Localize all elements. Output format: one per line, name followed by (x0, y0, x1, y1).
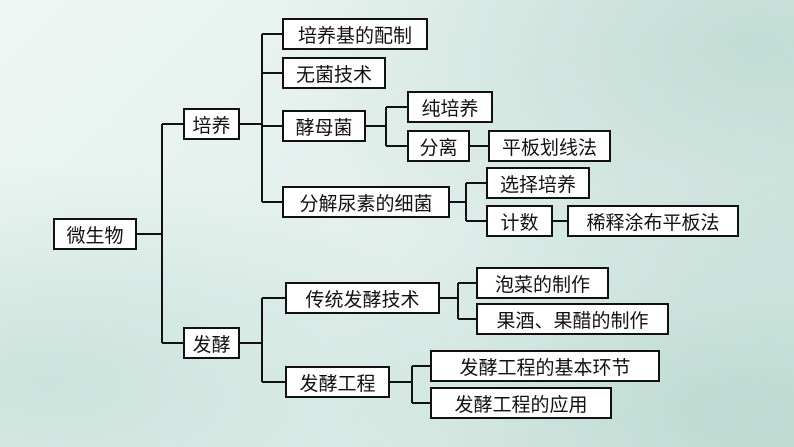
node-streak-plate: 平板划线法 (488, 130, 611, 162)
node-pure-culture: 纯培养 (407, 91, 493, 123)
node-culture: 培养 (183, 108, 240, 140)
node-engineering-basics: 发酵工程的基本环节 (430, 350, 660, 382)
node-engineering-application: 发酵工程的应用 (430, 387, 612, 419)
node-urea-bacteria: 分解尿素的细菌 (282, 186, 450, 218)
node-aseptic: 无菌技术 (282, 57, 386, 89)
node-ferment: 发酵 (183, 327, 240, 359)
node-dilution-plating: 稀释涂布平板法 (567, 205, 739, 237)
node-traditional-fermentation: 传统发酵技术 (285, 282, 440, 314)
node-fermentation-engineering: 发酵工程 (285, 366, 390, 398)
node-root: 微生物 (53, 218, 137, 250)
node-pickles: 泡菜的制作 (476, 267, 609, 299)
node-counting: 计数 (486, 205, 553, 237)
node-medium-prep: 培养基的配制 (282, 18, 428, 50)
node-selective-culture: 选择培养 (486, 167, 590, 199)
node-yeast: 酵母菌 (282, 110, 366, 142)
node-wine-vinegar: 果酒、果醋的制作 (476, 303, 669, 335)
node-isolation: 分离 (407, 130, 470, 162)
